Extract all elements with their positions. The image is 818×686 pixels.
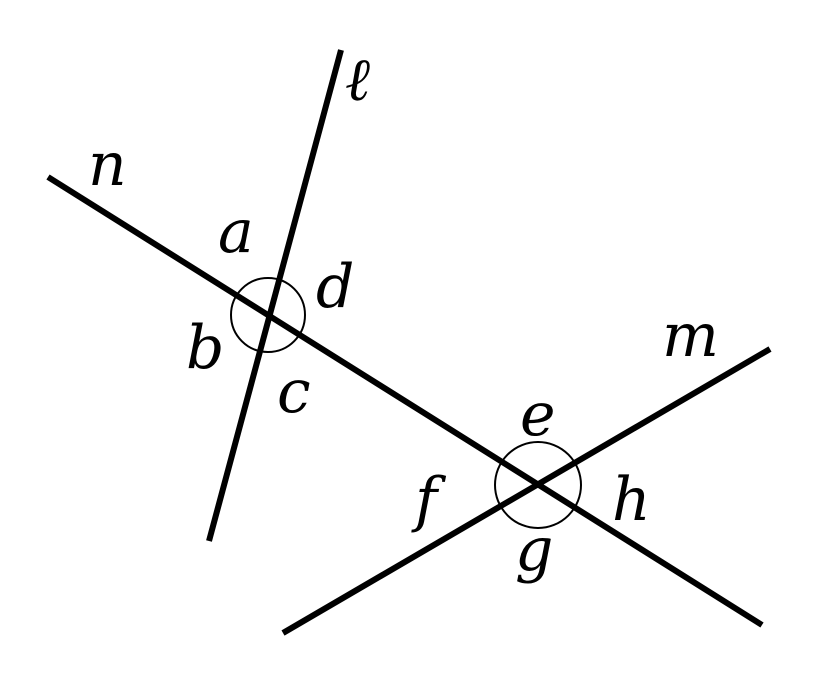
line-n — [46, 174, 764, 628]
angle-marker-upper — [230, 277, 306, 353]
angle-marker-lower — [494, 441, 582, 529]
angle-label-d: d — [316, 252, 354, 322]
line-label-n: n — [88, 130, 127, 200]
angle-label-f: f — [411, 465, 447, 535]
angle-label-a: a — [218, 197, 254, 267]
angle-label-b: b — [186, 313, 224, 383]
line-l — [206, 49, 344, 542]
line-label-m: m — [662, 301, 719, 371]
line-m — [281, 346, 772, 636]
angle-label-c: c — [277, 357, 311, 427]
line-label-l: ℓ — [345, 45, 370, 115]
angle-label-h: h — [612, 465, 651, 535]
angle-label-e: e — [520, 380, 556, 450]
angle-label-g: g — [515, 515, 553, 585]
